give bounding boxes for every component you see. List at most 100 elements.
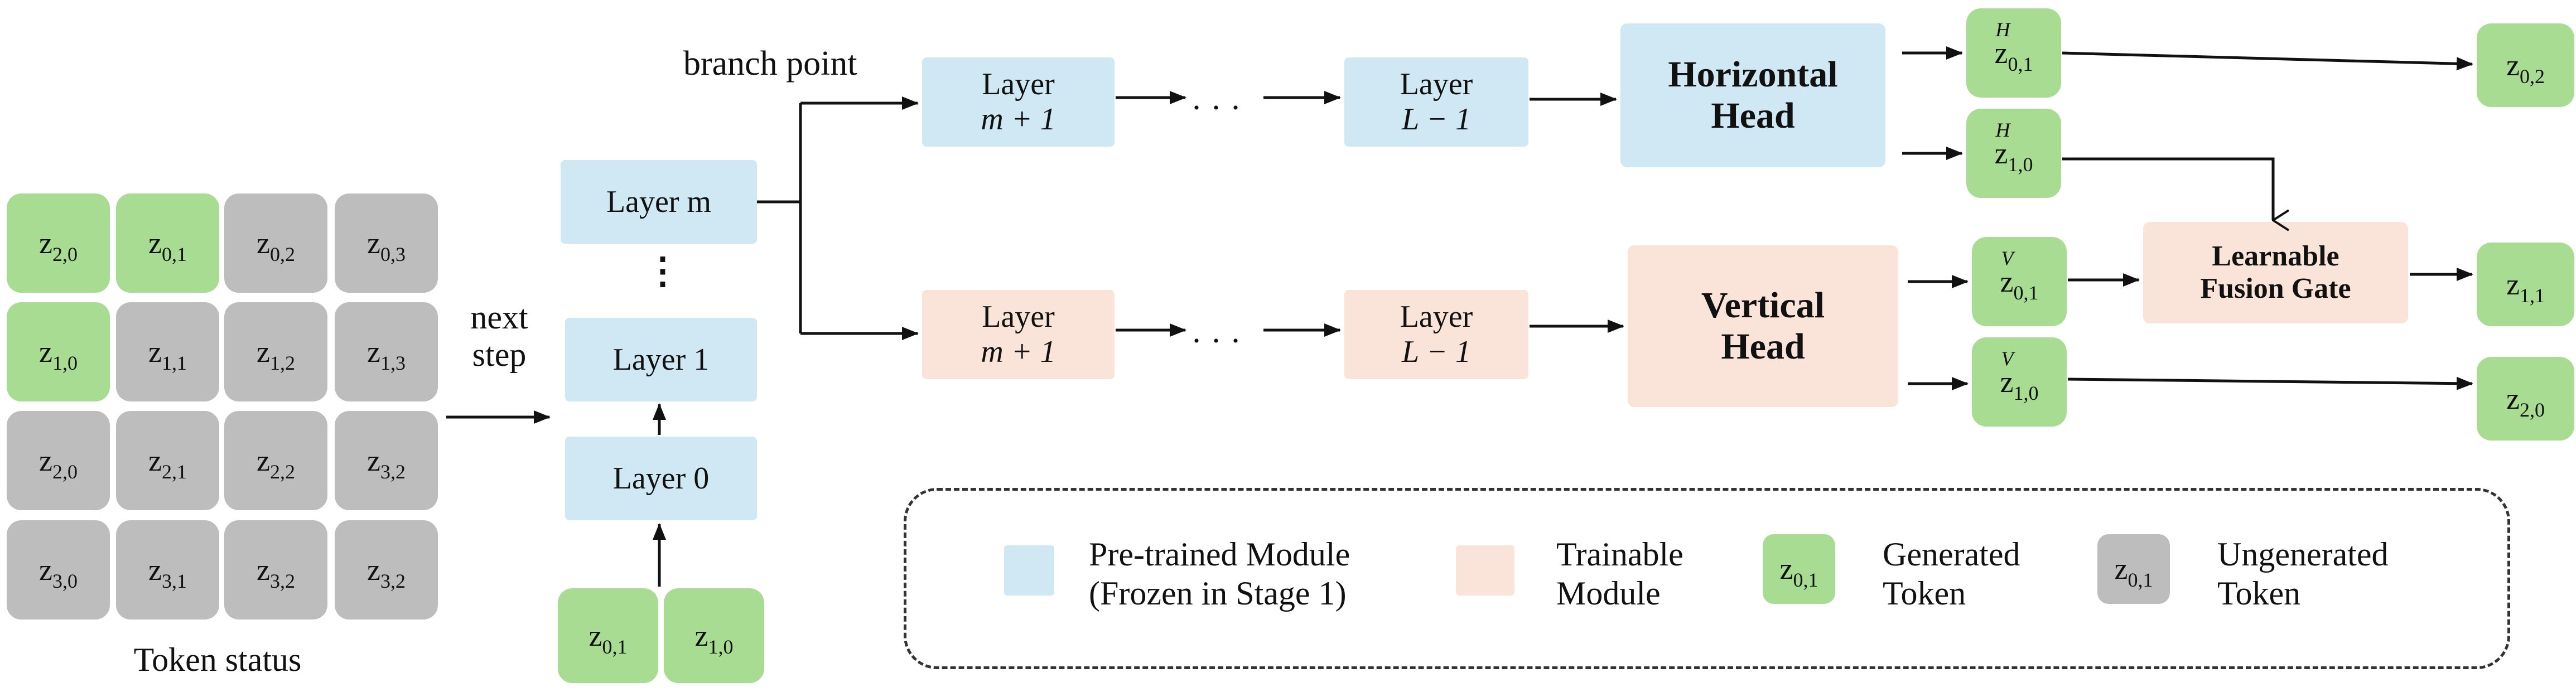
token-sub: 1,0	[2008, 153, 2033, 176]
legend-box	[904, 488, 2510, 669]
token-base: z	[257, 443, 270, 477]
legend-ungenerated-swatch: z0,1	[2097, 534, 2170, 604]
legend-line1: Pre-trained Module	[1089, 536, 1350, 573]
token-base: z	[148, 226, 162, 260]
token-sub: 1,2	[269, 351, 295, 374]
layer-word: Layer	[982, 299, 1055, 335]
token-sub: 0,1	[2128, 569, 2153, 592]
layer-1-box: Layer 1	[565, 318, 757, 401]
arrow-zH10-to-fusion	[2062, 157, 2273, 220]
token-cell: z3,1	[116, 520, 219, 620]
token-sub: 0,3	[380, 243, 406, 265]
token-base: z	[39, 553, 52, 587]
token-base: z	[2506, 267, 2520, 301]
legend-ungenerated-label: Ungenerated Token	[2217, 535, 2389, 613]
layer-1-label: Layer 1	[612, 342, 710, 377]
layer-m-box: Layer m	[561, 160, 757, 244]
legend-generated-label: Generated Token	[1883, 535, 2020, 613]
token-base: z	[257, 335, 270, 369]
token-cell: z0,3	[335, 193, 438, 293]
token-sub: 2,2	[269, 460, 295, 483]
token-base: z	[39, 443, 52, 477]
token-base: z	[2506, 48, 2520, 82]
token-base: z	[2000, 365, 2014, 399]
token-cell: z1,3	[335, 302, 438, 401]
branch-connector	[757, 103, 802, 333]
token-cell: z0,1	[116, 193, 219, 293]
arrow-zH01-to-z02	[2062, 51, 2473, 71]
top-ellipsis: · · ·	[1191, 89, 1241, 126]
token-sub: 3,2	[269, 569, 295, 592]
token-base: z	[367, 553, 380, 587]
legend-line1: Ungenerated	[2217, 536, 2389, 573]
token-sub: 0,2	[2519, 65, 2545, 88]
token-base: z	[694, 618, 708, 652]
head-line1: Vertical	[1701, 285, 1825, 326]
token-base: z	[2506, 381, 2520, 415]
layer-word: Layer	[1400, 67, 1473, 102]
legend-trainable-label: Trainable Module	[1556, 535, 1683, 613]
token-sub: 0,2	[269, 243, 295, 265]
token-sub: 2,0	[52, 460, 78, 483]
token-cell: z2,1	[116, 411, 219, 510]
token-base: z	[1994, 136, 2008, 170]
input-token-z10: z1,0	[664, 588, 764, 683]
token-base: z	[148, 553, 162, 587]
token-sub: 0,1	[1793, 569, 1818, 592]
token-sub: 3,2	[380, 569, 406, 592]
token-status-caption: Token status	[133, 641, 302, 678]
token-sub: 2,0	[2519, 398, 2545, 421]
next-step-line2: step	[472, 336, 527, 374]
legend-pretrained-label: Pre-trained Module (Frozen in Stage 1)	[1089, 535, 1350, 613]
token-sub: 1,0	[708, 635, 734, 658]
vertical-head: Vertical Head	[1628, 245, 1898, 407]
token-base: z	[257, 226, 270, 260]
layer-0-box: Layer 0	[565, 437, 757, 520]
bottom-ellipsis: · · ·	[1191, 322, 1241, 359]
token-base: z	[1994, 36, 2008, 70]
token-sub: 2,1	[161, 460, 187, 483]
token-cell: z1,0	[7, 302, 110, 401]
token-sub: 0,1	[2008, 52, 2033, 75]
token-base: z	[1779, 552, 1793, 586]
arrow-zV10-to-z20	[2067, 376, 2473, 390]
layer-0-label: Layer 0	[612, 461, 710, 496]
token-cell: z3,0	[7, 520, 110, 620]
fusion-line2: Fusion Gate	[2200, 273, 2351, 304]
branch-point-label: branch point	[683, 45, 857, 83]
token-sub: 0,1	[2013, 281, 2039, 304]
bottom-layer-l-minus-1: Layer L − 1	[1344, 290, 1528, 379]
token-base: z	[39, 335, 52, 369]
fusion-line1: Learnable	[2212, 240, 2339, 272]
horizontal-head: Horizontal Head	[1620, 23, 1885, 167]
layer-index: L − 1	[1402, 102, 1471, 137]
layer-word: Layer	[982, 67, 1055, 102]
layer-word: Layer	[1400, 299, 1473, 335]
token-cell: z2,0	[7, 411, 110, 510]
output-token-z02: z0,2	[2477, 23, 2574, 107]
layer-index: m + 1	[981, 102, 1056, 137]
token-sub: 1,1	[161, 351, 187, 374]
learnable-fusion-gate: Learnable Fusion Gate	[2143, 222, 2408, 323]
layer-index: m + 1	[981, 335, 1056, 369]
token-sub: 1,0	[52, 351, 78, 374]
token-base: z	[367, 443, 380, 477]
input-token-z01: z0,1	[558, 588, 658, 683]
token-base: z	[2000, 264, 2014, 298]
legend-line2: Token	[1883, 574, 1966, 612]
token-cell: z3,2	[335, 520, 438, 620]
token-cell: z0,2	[224, 193, 327, 293]
token-sub: 1,3	[380, 351, 406, 374]
token-sub: 0,1	[602, 635, 628, 658]
token-base: z	[367, 226, 380, 260]
legend-generated-swatch: z0,1	[1763, 534, 1835, 604]
token-base: z	[39, 226, 52, 260]
token-sub: 3,2	[380, 460, 406, 483]
legend-line2: (Frozen in Stage 1)	[1089, 574, 1347, 612]
top-layer-m-plus-1: Layer m + 1	[922, 57, 1115, 147]
token-cell: z1,2	[224, 302, 327, 401]
legend-line2: Module	[1556, 574, 1661, 612]
